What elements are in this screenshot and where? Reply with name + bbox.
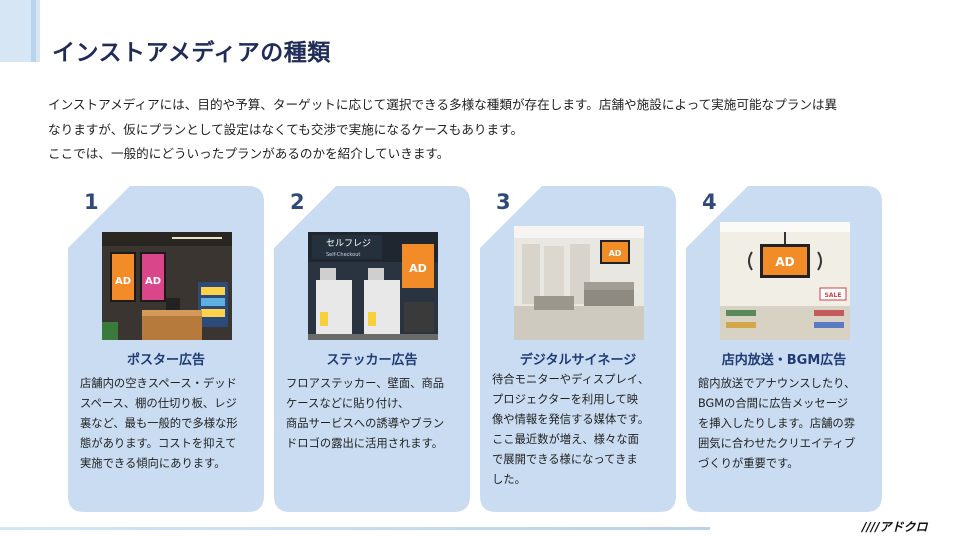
media-card-poster: 1 AD AD ポスター広告 店舗内の空きスペース・デッド スペース、棚の仕切り… [68,186,264,512]
card-description-line: 裏など、最も一般的で多様な形 [80,417,238,430]
card-number: 1 [84,190,99,214]
svg-text:SALE: SALE [825,292,842,299]
svg-text:セルフレジ: セルフレジ [326,238,371,249]
card-description: フロアステッカー、壁面、商品 ケースなどに貼り付け、 商品サービスへの誘導やブラ… [286,374,462,454]
svg-text:Self-Checkout: Self-Checkout [326,252,360,258]
card-description-line: 実施できる傾向にあります。 [80,457,226,470]
card-number: 4 [702,190,717,214]
svg-text:AD: AD [145,276,161,287]
card-description-line: づくりが重要です。 [698,457,799,470]
intro-line: ここでは、一般的にどういったプランがあるのかを紹介していきます。 [48,146,450,161]
svg-text:AD: AD [775,255,794,269]
card-number: 2 [290,190,305,214]
card-description-line: BGMの合間に広告メッセージ [698,397,849,410]
intro-line: インストアメディアには、目的や予算、ターゲットに応じて選択できる多様な種類が存在… [48,97,838,112]
media-card-sticker: 2 セルフレジ Self-Checkout AD ステッカー広告 フロアステッカ… [274,186,470,512]
title-accent-bar [0,0,40,62]
card-description-line: 待合モニターやディスプレイ、 [492,373,650,386]
card-description-line: した。 [492,473,526,486]
card-description-line: ケースなどに貼り付け、 [286,397,410,410]
card-number: 3 [496,190,511,214]
card-description-line: 商品サービスへの誘導やブラン [286,417,445,430]
card-title: ステッカー広告 [326,353,418,368]
card-description-line: ドロゴの露出に活用されます。 [286,437,444,450]
card-title: デジタルサイネージ [519,353,637,368]
intro-line: なりますが、仮にプランとして設定はなくても交渉で実施になるケースもあります。 [48,121,524,137]
card-title: 店内放送・BGM広告 [721,353,847,368]
sticker-ad-image: セルフレジ Self-Checkout AD [308,232,438,340]
footer-accent-bar [0,527,710,530]
media-card-digital-signage: 3 AD デジタルサイネージ 待合モニターやディスプレイ、 プロジェクターを利用… [480,186,676,512]
card-description-line: 囲気に合わせたクリエイティブ [698,437,856,450]
card-description: 館内放送でアナウンスしたり、 BGMの合間に広告メッセージ を挿入したりします。… [698,374,874,474]
card-description-line: を挿入したりします。店舗の雰 [698,417,856,430]
card-description-line: 店舗内の空きスペース・デッド [80,377,237,390]
card-description-line: 像や情報を発信する媒体です。 [492,413,650,426]
svg-text:AD: AD [609,249,622,258]
poster-ad-image: AD AD [102,232,232,340]
svg-text:AD: AD [115,276,131,287]
in-store-broadcast-image: AD SALE [720,222,850,340]
intro-text: インストアメディアには、目的や予算、ターゲットに応じて選択できる多様な種類が存在… [48,93,918,167]
card-description-line: 館内放送でアナウンスしたり、 [698,377,856,390]
card-description-line: スペース、棚の仕切り板、レジ [80,397,237,410]
card-description-line: 態があります。コストを抑えて [80,437,237,450]
card-description-line: で展開できる様になってきま [492,453,638,466]
svg-text:AD: AD [409,262,427,275]
card-title: ポスター広告 [126,353,205,368]
page-title: インストアメディアの種類 [52,40,331,66]
media-card-bgm: 4 AD SALE 店内放送・BGM広告 館内放送でアナウンスしたり、 BGMの… [686,186,882,512]
card-description: 待合モニターやディスプレイ、 プロジェクターを利用して映 像や情報を発信する媒体… [492,370,668,490]
digital-signage-image: AD [514,226,644,340]
card-description-line: プロジェクターを利用して映 [492,393,639,406]
card-description: 店舗内の空きスペース・デッド スペース、棚の仕切り板、レジ 裏など、最も一般的で… [80,374,256,474]
card-description-line: ここ最近数が増え、様々な面 [492,433,639,446]
brand-logo: ////アドクロ [862,520,928,534]
card-description-line: フロアステッカー、壁面、商品 [286,377,445,390]
